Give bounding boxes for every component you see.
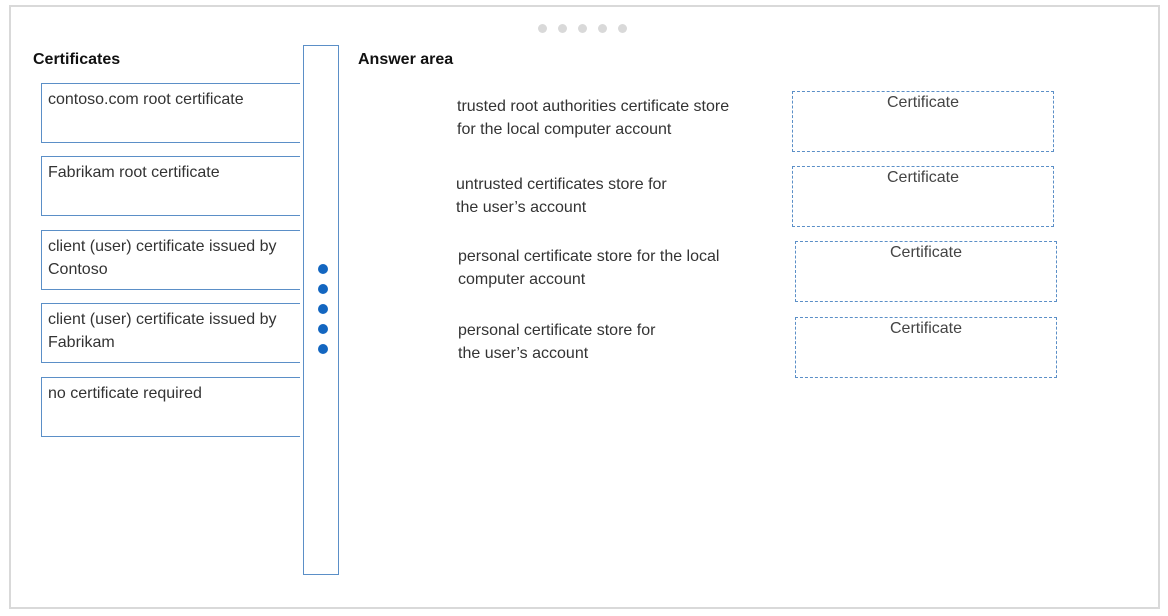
panel-splitter[interactable]	[303, 45, 339, 575]
question-frame	[9, 5, 1160, 609]
draggable-certificate-item[interactable]: client (user) certificate issued by Cont…	[41, 230, 300, 290]
target-label-line: computer account	[458, 271, 586, 288]
target-label: trusted root authorities certificate sto…	[457, 95, 729, 141]
target-label: personal certificate store for the local…	[458, 245, 719, 291]
certificate-item-label: client (user) certificate issued by Fabr…	[48, 311, 277, 351]
page-dot[interactable]	[598, 24, 607, 33]
handle-dot	[318, 284, 328, 294]
target-label-line: untrusted certificates store for	[456, 176, 667, 193]
target-label-line: the user’s account	[456, 199, 587, 216]
drop-target[interactable]: Certificate	[792, 166, 1054, 227]
target-label-line: for the local computer account	[457, 121, 672, 138]
pagination-dots	[538, 24, 627, 33]
handle-dot	[318, 304, 328, 314]
handle-dot	[318, 324, 328, 334]
handle-dot	[318, 264, 328, 274]
certificate-item-label: contoso.com root certificate	[48, 91, 244, 108]
page-dot[interactable]	[578, 24, 587, 33]
handle-dot	[318, 344, 328, 354]
certificate-item-label: no certificate required	[48, 385, 202, 402]
drag-handle-icon[interactable]	[318, 264, 328, 354]
target-label-line: personal certificate store for	[458, 322, 656, 339]
target-label-line: trusted root authorities certificate sto…	[457, 98, 730, 115]
page-dot[interactable]	[538, 24, 547, 33]
draggable-certificate-item[interactable]: contoso.com root certificate	[41, 83, 300, 143]
answer-area-title: Answer area	[358, 51, 454, 68]
draggable-certificate-item[interactable]: Fabrikam root certificate	[41, 156, 300, 216]
target-label-line: personal certificate store for the local	[458, 248, 720, 265]
draggable-certificate-item[interactable]: no certificate required	[41, 377, 300, 437]
target-label-line: the user’s account	[458, 345, 589, 362]
certificates-title: Certificates	[33, 51, 121, 68]
drop-target[interactable]: Certificate	[795, 241, 1057, 302]
drop-target-value: Certificate	[886, 169, 960, 186]
certificate-item-label: Fabrikam root certificate	[48, 164, 220, 181]
target-label: untrusted certificates store for the use…	[456, 173, 667, 219]
drop-target[interactable]: Certificate	[795, 317, 1057, 378]
page-dot[interactable]	[618, 24, 627, 33]
drop-target-value: Certificate	[889, 244, 963, 261]
drop-target-value: Certificate	[886, 94, 960, 111]
page-dot[interactable]	[558, 24, 567, 33]
certificate-item-label: client (user) certificate issued by Cont…	[48, 238, 277, 278]
drop-target-value: Certificate	[889, 320, 963, 337]
drop-target[interactable]: Certificate	[792, 91, 1054, 152]
target-label: personal certificate store for the user’…	[458, 319, 655, 365]
draggable-certificate-item[interactable]: client (user) certificate issued by Fabr…	[41, 303, 300, 363]
